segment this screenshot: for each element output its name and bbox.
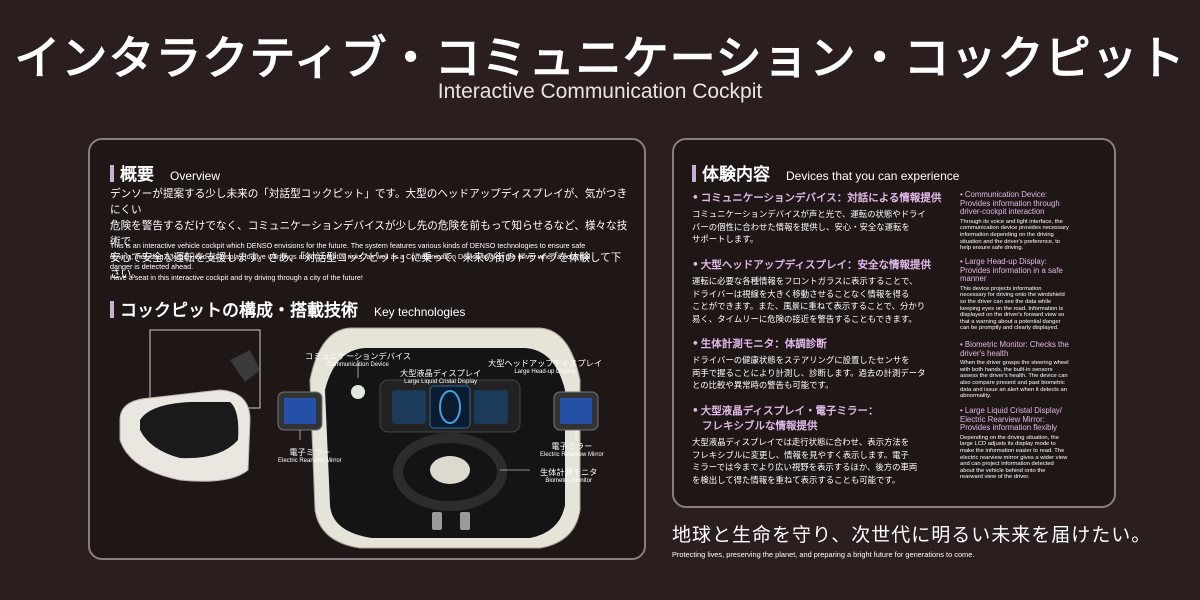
- experience-item-title: •大型ヘッドアップディスプレイ：安全な情報提供: [692, 259, 931, 271]
- callout-label-en: Communication Device: [327, 362, 389, 368]
- overview-heading: 概要 Overview: [110, 160, 220, 185]
- experience-heading-en: Devices that you can experience: [786, 169, 960, 183]
- experience-item-title: •生体計測モニタ：体調診断: [692, 338, 827, 350]
- pedal-left: [432, 512, 442, 530]
- side-view-seat-interior: [140, 402, 239, 459]
- callout-label-en: Large Head-up Display: [514, 369, 576, 375]
- callout-label-ja: 電子ミラー: [551, 441, 593, 451]
- side-view-dash: [230, 350, 260, 382]
- overview-text-en-line: danger is detected ahead.: [110, 262, 194, 272]
- pedal-right: [460, 512, 470, 530]
- page-subtitle: Interactive Communication Cockpit: [437, 80, 763, 103]
- overview-text-ja-line: 安心で安全な運転を支援します。さあ、「対話型コックピット」に乗って、未来の街のド…: [110, 252, 622, 280]
- key-tech-heading-en: Key technologies: [374, 305, 466, 319]
- callout-biometric-monitor: 生体計測モニタ Biometric Monitor: [540, 466, 597, 484]
- callout-label-ja: 生体計測モニタ: [540, 467, 598, 477]
- left-mirror-screen: [284, 398, 316, 424]
- side-item-title: • Biometric Monitor: Checks the driver's…: [960, 340, 1069, 358]
- lcd-speed-ring: [439, 390, 461, 424]
- lcd-center-panel: [429, 385, 471, 429]
- experience-item: •生体計測モニタ：体調診断 ドライバーの健康状態をステアリングに設置したセンサを…: [692, 336, 950, 392]
- callout-large-lcd: 大型液晶ディスプレイ Large Liquid Cristal Display: [400, 367, 481, 385]
- callout-mirror-right: 電子ミラー Electric Rearview Mirror: [540, 440, 604, 458]
- overview-text-ja-line: 危険を警告するだけでなく、コミュニケーションデバイスが少し先の危険を前もって知ら…: [110, 220, 628, 248]
- callout-label-ja: 大型液晶ディスプレイ: [400, 368, 482, 378]
- side-item-title: • Large Head-up Display: Provides inform…: [960, 257, 1063, 284]
- experience-side-item: • Biometric Monitor: Checks the driver's…: [960, 340, 1100, 400]
- lcd-right-panel: [474, 390, 508, 424]
- experience-item-body: 大型液晶ディスプレイでは走行状態に合わせ、表示方法を フレキシブルに変更し、情報…: [692, 437, 918, 485]
- communication-device-orb: [351, 385, 365, 399]
- side-item-body: When the driver grasps the steering whee…: [960, 360, 1069, 400]
- experience-item: •大型ヘッドアップディスプレイ：安全な情報提供 運転に必要な各種情報をフロントガ…: [692, 257, 950, 325]
- callout-label-ja: コミュニケーションデバイス: [305, 351, 412, 361]
- key-tech-heading-ja: コックピットの構成・搭載技術: [120, 301, 358, 321]
- overview-text-en-line: This is an interactive vehicle cockpit w…: [110, 241, 586, 250]
- side-item-title: • Large Liquid Cristal Display/ Electric…: [960, 406, 1062, 433]
- overview-heading-ja: 概要: [120, 165, 154, 185]
- slogan-ja: 地球と生命を守り、次世代に明るい未来を届けたい。: [672, 524, 1152, 546]
- side-item-title: • Communication Device: Provides informa…: [960, 190, 1060, 217]
- steering-hub: [430, 456, 470, 484]
- experience-item: •大型液晶ディスプレイ・電子ミラー： フレキシブルな情報提供 大型液晶ディスプレ…: [692, 403, 950, 486]
- callout-label-en: Large Liquid Cristal Display: [404, 379, 478, 385]
- experience-item-title: •大型液晶ディスプレイ・電子ミラー：: [692, 405, 879, 417]
- overview-text-en-line: Have a seat in this interactive cockpit …: [110, 272, 363, 282]
- side-item-body: This device projects information necessa…: [960, 285, 1065, 332]
- callout-label-en: Electric Rearview Mirror: [278, 458, 342, 464]
- overview-heading-en: Overview: [170, 169, 221, 183]
- callout-label-ja: 大型ヘッドアップディスプレイ: [488, 358, 603, 368]
- right-mirror-screen: [560, 398, 592, 424]
- heading-bar: [110, 301, 114, 318]
- experience-item-title: •コミュニケーションデバイス：対話による情報提供: [692, 192, 942, 204]
- overview-text-ja: デンソーが提案する少し未来の「対話型コックピット」です。大型のヘッドアップディス…: [110, 186, 630, 282]
- side-item-body: Depending on the driving situation, the …: [960, 434, 1068, 481]
- experience-item-body: ドライバーの健康状態をステアリングに設置したセンサを 両手で握ることにより計測し…: [692, 355, 926, 391]
- key-tech-heading: コックピットの構成・搭載技術 Key technologies: [110, 296, 465, 321]
- overview-text-ja-line: デンソーが提案する少し未来の「対話型コックピット」です。大型のヘッドアップディス…: [110, 188, 628, 216]
- steering-wheel: [393, 433, 507, 511]
- callout-communication-device: コミュニケーションデバイス Communication Device: [305, 350, 411, 368]
- overview-text-en-line: driving, including a large Head-up Displ…: [110, 251, 591, 261]
- callout-label-en: Electric Rearview Mirror: [540, 452, 604, 458]
- lcd-left-panel: [392, 390, 426, 424]
- callout-label-en: Biometric Monitor: [545, 478, 592, 484]
- heading-bar: [110, 165, 114, 182]
- experience-item-title: フレキシブルな情報提供: [702, 420, 818, 432]
- experience-panel: [672, 138, 1116, 508]
- experience-heading: 体験内容 Devices that you can experience: [692, 160, 959, 185]
- page-title: インタラクティブ・コミュニケーション・コックピット: [14, 31, 1186, 85]
- side-item-body: Through its voice and light interface, t…: [960, 218, 1069, 252]
- callout-mirror-left: 電子ミラー Electric Rearview Mirror: [278, 446, 342, 464]
- experience-side-item: • Communication Device: Provides informa…: [960, 190, 1100, 252]
- cockpit-illustration: [119, 327, 599, 549]
- overview-text-en: This is an interactive vehicle cockpit w…: [110, 241, 635, 283]
- heading-bar: [692, 165, 696, 182]
- slogan-en: Protecting lives, preserving the planet,…: [672, 550, 975, 559]
- experience-side-item: • Large Head-up Display: Provides inform…: [960, 257, 1100, 332]
- experience-item: •コミュニケーションデバイス：対話による情報提供 コミュニケーションデバイスが声…: [692, 190, 950, 246]
- callout-label-ja: 電子ミラー: [289, 447, 331, 457]
- callout-large-hud: 大型ヘッドアップディスプレイ Large Head-up Display: [488, 357, 602, 375]
- experience-side-item: • Large Liquid Cristal Display/ Electric…: [960, 406, 1100, 481]
- experience-item-body: 運転に必要な各種情報をフロントガラスに表示することで、 ドライバーは視線を大きく…: [692, 276, 926, 324]
- experience-heading-ja: 体験内容: [702, 165, 770, 185]
- experience-item-body: コミュニケーションデバイスが声と光で、運転の状態やドライ バーの個性に合わせた情…: [692, 209, 926, 245]
